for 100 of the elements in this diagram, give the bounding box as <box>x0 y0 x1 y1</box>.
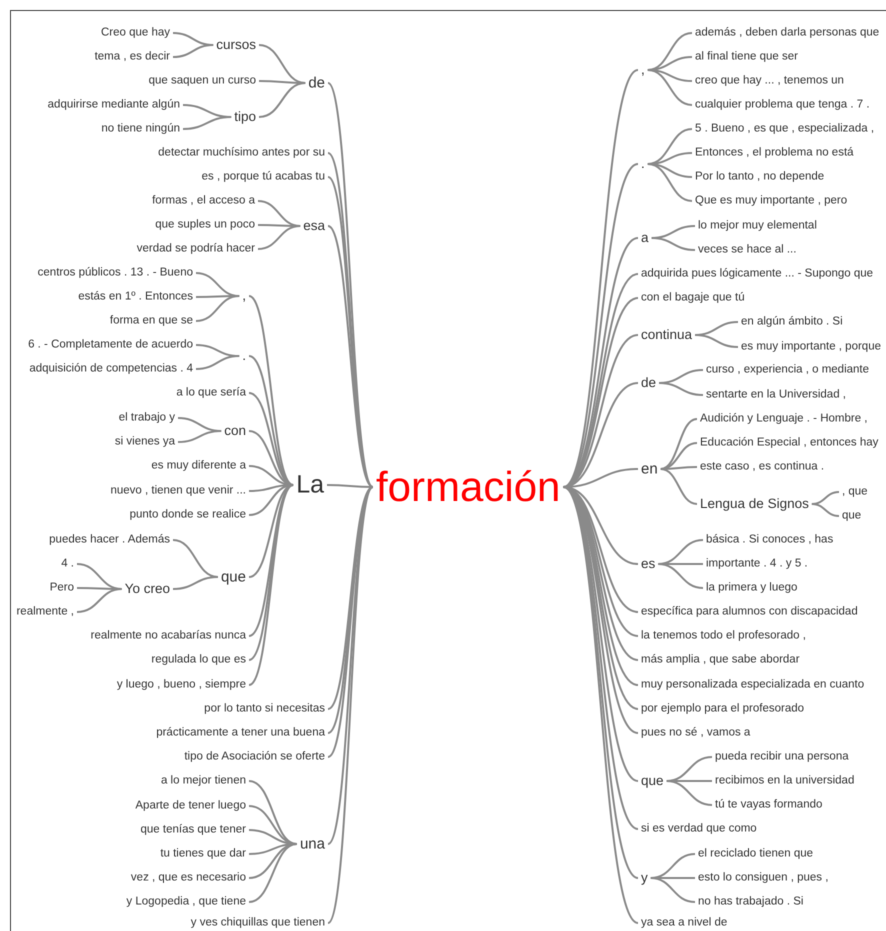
word-phrase: realmente no acabarías nunca <box>90 629 246 643</box>
word-phrase: continua <box>641 327 692 343</box>
word-phrase: y ves chiquillas que tienen <box>190 916 325 930</box>
word-phrase: , <box>242 288 246 304</box>
word-phrase: lo mejor muy elemental <box>698 219 817 233</box>
word-phrase: en <box>641 460 658 478</box>
word-phrase: ya sea a nivel de <box>641 916 728 930</box>
word-phrase: centros públicos . 13 . - Bueno <box>38 266 193 280</box>
word-phrase: Que es muy importante , pero <box>695 194 848 208</box>
word-phrase: adquisición de competencias . 4 <box>29 362 193 376</box>
word-phrase: pues no sé , vamos a <box>641 726 750 740</box>
word-phrase: es muy importante , porque <box>741 340 881 354</box>
word-phrase: formas , el acceso a <box>152 194 255 208</box>
word-phrase: y Logopedia , que tiene <box>126 895 246 909</box>
word-phrase: cursos <box>216 37 256 53</box>
word-phrase: forma en que se <box>110 314 193 328</box>
branch-line <box>695 334 738 348</box>
branch-line <box>248 484 294 578</box>
word-phrase: tú te vayas formando <box>715 798 822 812</box>
word-phrase: , <box>641 62 645 78</box>
word-phrase: si es verdad que como <box>641 822 757 836</box>
word-phrase: con <box>224 423 246 439</box>
branch-line <box>648 69 692 106</box>
word-phrase: no tiene ningún <box>101 122 180 136</box>
word-phrase: básica . Si conoces , has <box>706 533 834 547</box>
word-phrase: La <box>296 470 324 500</box>
branch-line <box>666 780 712 806</box>
word-phrase: Educación Especial , entonces hay <box>700 436 878 450</box>
word-phrase: que tenías que tener <box>140 823 246 837</box>
word-phrase: punto donde se realice <box>130 508 246 522</box>
word-phrase: que saquen un curso <box>148 74 256 88</box>
branch-line <box>563 334 638 488</box>
word-phrase: Creo que hay <box>100 26 170 40</box>
word-phrase: recibimos en la universidad <box>715 774 854 788</box>
word-phrase: a lo mejor tienen <box>160 774 246 788</box>
word-phrase: la tenemos todo el profesorado , <box>641 629 806 643</box>
branch-line <box>258 44 306 84</box>
word-phrase: curso , experiencia , o mediante <box>706 363 870 377</box>
word-phrase: 6 . - Completamente de acuerdo <box>28 338 193 352</box>
word-phrase: es , porque tú acabas tu <box>202 170 325 184</box>
word-phrase: puedes hacer . Además <box>49 533 170 547</box>
word-phrase: Lengua de Signos <box>700 496 809 512</box>
word-phrase: pueda recibir una persona <box>715 750 849 764</box>
branch-line <box>248 295 294 486</box>
word-phrase: tipo de Asociación se oferte <box>184 750 325 764</box>
branch-line <box>650 877 696 903</box>
branch-line <box>648 69 692 82</box>
word-phrase: Aparte de tener luego <box>135 799 246 813</box>
branch-line <box>172 576 218 590</box>
branch-line <box>812 491 840 505</box>
branch-line <box>248 843 298 903</box>
branch-line <box>248 392 294 486</box>
word-phrase: estás en 1º . Entonces <box>78 290 193 304</box>
word-phrase: y <box>641 870 648 886</box>
root-word: formación <box>376 462 560 512</box>
branch-line <box>660 418 698 470</box>
branch-line <box>812 503 840 517</box>
word-phrase: además , deben darla personas que <box>695 26 880 40</box>
branch-line <box>182 116 232 130</box>
branch-line <box>178 430 222 443</box>
branch-line <box>196 295 240 322</box>
branch-line <box>648 32 692 71</box>
word-phrase: es muy diferente a <box>151 459 246 473</box>
word-phrase: . <box>242 348 246 364</box>
word-phrase: de <box>308 74 325 92</box>
word-phrase: prácticamente a tener una buena <box>156 726 325 740</box>
word-phrase: Por lo tanto , no depende <box>695 170 824 184</box>
word-phrase: . <box>641 156 645 172</box>
word-phrase: adquirirse mediante algún <box>48 98 180 112</box>
word-phrase: veces se hace al ... <box>698 243 796 257</box>
word-phrase: no has trabajado . Si <box>698 895 804 909</box>
branch-line <box>172 539 218 578</box>
word-phrase: 5 . Bueno , es que , especializada , <box>695 122 874 136</box>
word-phrase: cualquier problema que tenga . 7 . <box>695 98 870 112</box>
branch-line <box>660 442 698 470</box>
word-phrase: la primera y luego <box>706 581 798 595</box>
word-phrase: que suples un poco <box>155 218 255 232</box>
word-phrase: tema , es decir <box>94 50 170 64</box>
branch-line <box>248 355 294 486</box>
word-phrase: muy personalizada especializada en cuanto <box>641 678 864 692</box>
branch-line <box>648 163 692 202</box>
branch-line <box>658 563 704 589</box>
word-phrase: Yo creo <box>124 581 170 597</box>
word-phrase: adquirida pues lógicamente ... - Supongo que <box>641 267 874 281</box>
word-phrase: Entonces , el problema no está <box>695 146 854 160</box>
branch-line <box>258 82 306 118</box>
word-phrase: el trabajo y <box>118 411 175 425</box>
word-phrase: realmente , <box>16 605 74 619</box>
word-phrase: a <box>641 230 649 246</box>
word-phrase: y luego , bueno , siempre <box>116 678 246 692</box>
branch-line <box>648 163 692 178</box>
word-phrase: con el bagaje que tú <box>641 291 745 305</box>
word-phrase: una <box>300 835 325 853</box>
word-phrase: en algún ámbito . Si <box>741 315 843 329</box>
branch-line <box>248 843 298 879</box>
word-phrase: si vienes ya <box>114 435 175 449</box>
word-phrase: Pero <box>50 581 74 595</box>
branch-line <box>327 484 373 488</box>
word-phrase: sentarte en la Universidad , <box>706 388 846 402</box>
word-phrase: de <box>641 375 656 391</box>
